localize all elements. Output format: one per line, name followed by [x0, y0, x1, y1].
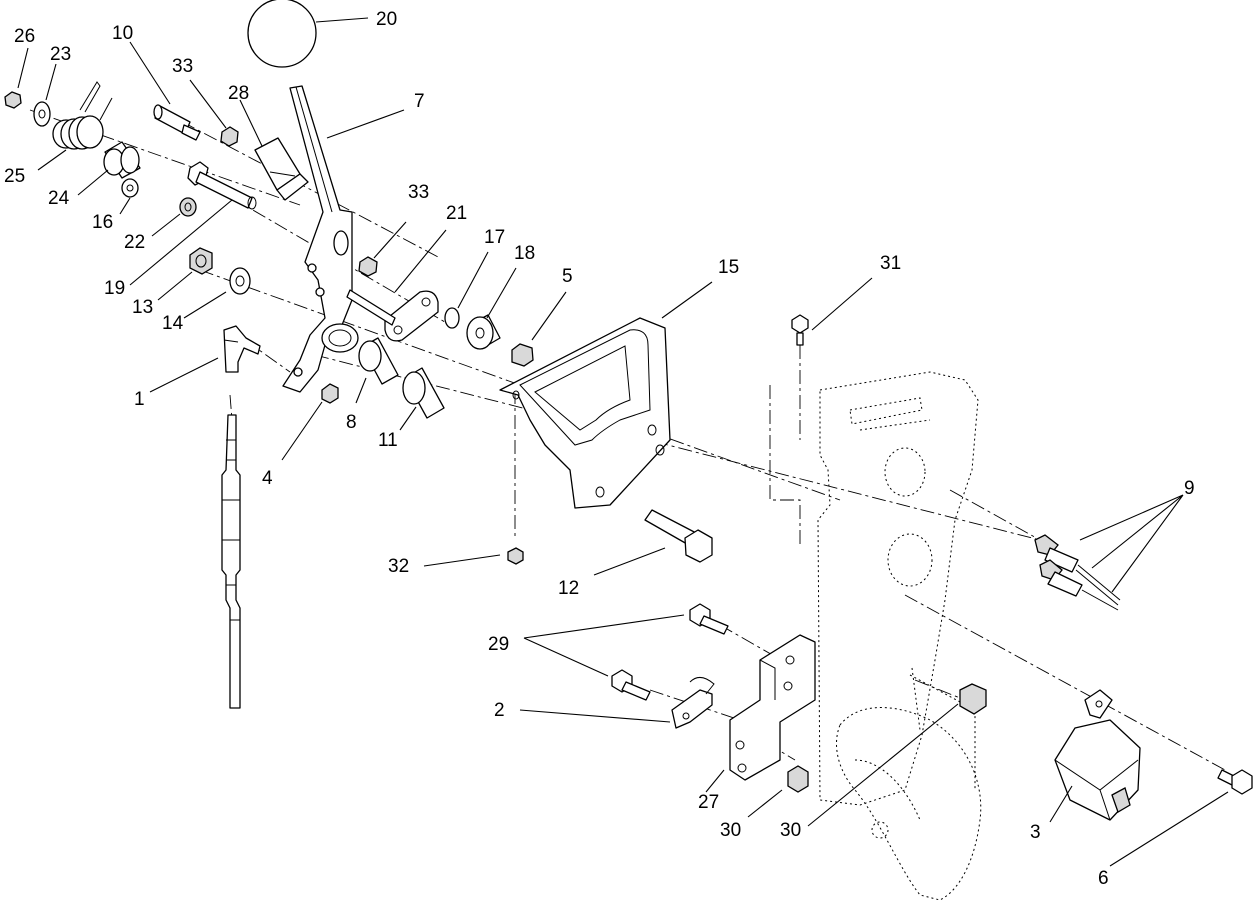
callout-11: 11: [378, 430, 398, 451]
bushing-11: [402, 367, 445, 419]
callout-25: 25: [4, 166, 25, 187]
callout-leader-lines: [17, 17, 1229, 867]
callout-10: 10: [112, 23, 133, 44]
callout-30-right: 30: [780, 820, 801, 841]
callout-8: 8: [346, 412, 357, 433]
lock-nut-32: [507, 547, 524, 565]
bolt-29-lower: [611, 669, 651, 701]
callout-14: 14: [162, 313, 184, 334]
callout-18: 18: [514, 243, 535, 264]
spacer-17: [444, 307, 460, 329]
callout-13: 13: [132, 297, 153, 318]
callout-12: 12: [558, 578, 579, 599]
sensor-switches: [1034, 534, 1121, 611]
callout-3: 3: [1030, 822, 1041, 843]
callout-17: 17: [484, 227, 505, 248]
callout-26: 26: [14, 26, 35, 47]
frame-outline-ghost: [817, 371, 982, 901]
bolt-6: [1217, 769, 1253, 795]
callout-21: 21: [446, 203, 467, 224]
relay: [1054, 689, 1141, 821]
link-plate: [346, 289, 439, 342]
shift-knob: [247, 0, 317, 68]
cable-clamp: [671, 677, 715, 729]
control-cable: [221, 325, 261, 709]
callout-29: 29: [488, 634, 509, 655]
hex-nut-5: [511, 343, 534, 367]
callout-9: 9: [1184, 478, 1195, 499]
callout-24: 24: [48, 188, 70, 209]
flat-washer-14: [229, 267, 251, 295]
lock-nut-upper: [220, 126, 239, 147]
mounting-bracket: [499, 317, 671, 509]
callout-33-mid: 33: [408, 182, 429, 203]
spring-stack: [4, 81, 197, 217]
callout-32: 32: [388, 556, 409, 577]
callout-16: 16: [92, 212, 113, 233]
callout-31: 31: [880, 253, 901, 274]
callout-33-upper: 33: [172, 56, 193, 77]
callout-27: 27: [698, 792, 719, 813]
lock-nut-mid: [358, 256, 378, 277]
callout-6: 6: [1098, 868, 1109, 889]
callout-15: 15: [718, 257, 739, 278]
bushing-8: [358, 337, 399, 385]
callout-30-lower: 30: [720, 820, 741, 841]
pivot-pin: [153, 104, 201, 141]
hex-nut-30-lower: [787, 765, 809, 793]
angle-bracket-27: [729, 634, 816, 781]
shoulder-bolt: [187, 161, 257, 210]
callout-20: 20: [376, 9, 397, 30]
callout-23: 23: [50, 44, 71, 65]
hex-nut-30-right: [959, 683, 987, 715]
bolt-29-upper: [689, 603, 729, 635]
callout-1: 1: [134, 389, 145, 410]
lever-grip-cover: [254, 137, 309, 201]
callout-labels: 26 23 10 33 28 20 7 25 24 16 22 19 33 21…: [4, 9, 1195, 889]
bushing-18: [466, 314, 501, 350]
callout-7: 7: [414, 91, 425, 112]
callout-4: 4: [262, 468, 273, 489]
callout-22: 22: [124, 232, 145, 253]
callout-5: 5: [562, 266, 573, 287]
callout-28: 28: [228, 83, 249, 104]
hex-nut-4: [321, 383, 339, 404]
hex-nut-13: [189, 247, 213, 275]
callout-19: 19: [104, 278, 125, 299]
shift-lever: [282, 85, 359, 393]
callout-2: 2: [494, 700, 505, 721]
hex-bolt-12: [644, 509, 713, 563]
bolt-31: [791, 314, 809, 346]
